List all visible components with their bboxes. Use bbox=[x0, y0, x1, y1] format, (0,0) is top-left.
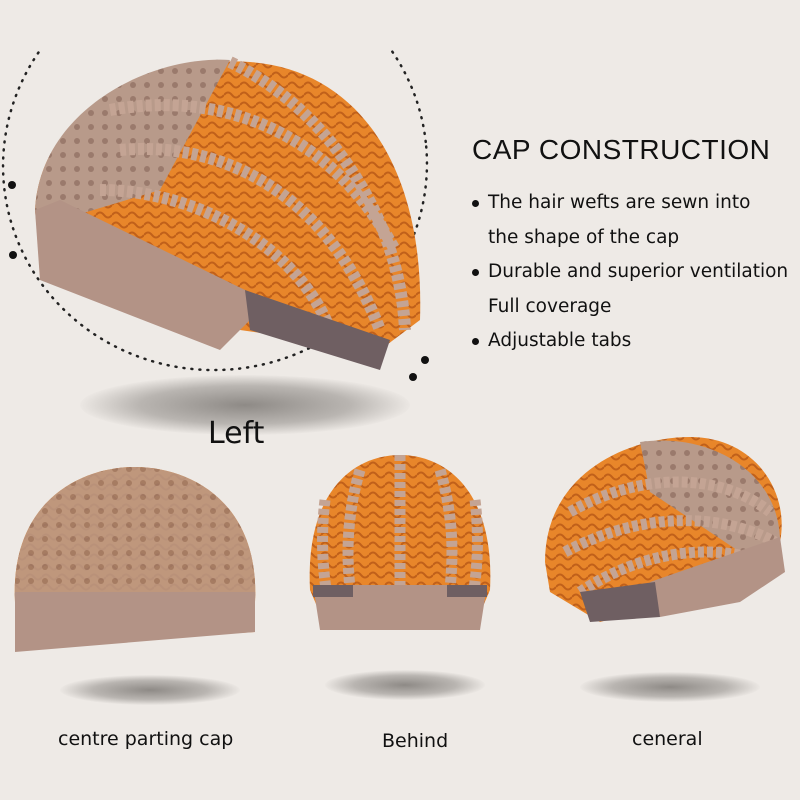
feature-item: Full coverage bbox=[488, 295, 612, 317]
feature-list: The hair wefts are sewn into the shape o… bbox=[470, 186, 788, 359]
cap-construction-heading: CAP CONSTRUCTION bbox=[472, 134, 771, 165]
view-label-centre-parting: centre parting cap bbox=[58, 728, 234, 750]
view-label-left: Left bbox=[208, 416, 265, 451]
feature-item: Durable and superior ventilation bbox=[470, 255, 788, 290]
cap-shadow bbox=[60, 675, 240, 705]
cap-shadow bbox=[325, 670, 485, 700]
cap-image-general bbox=[545, 437, 785, 622]
feature-item: Adjustable tabs bbox=[470, 324, 788, 359]
feature-item: The hair wefts are sewn into bbox=[470, 186, 788, 221]
view-label-general: ceneral bbox=[632, 728, 703, 750]
view-label-behind: Behind bbox=[382, 730, 449, 752]
cap-shadow bbox=[80, 375, 410, 435]
cap-image-left bbox=[1, 50, 429, 381]
cap-image-behind bbox=[309, 455, 491, 630]
cap-shadow bbox=[580, 672, 760, 702]
cap-image-centre-parting bbox=[14, 467, 256, 652]
feature-item: the shape of the cap bbox=[488, 226, 680, 248]
